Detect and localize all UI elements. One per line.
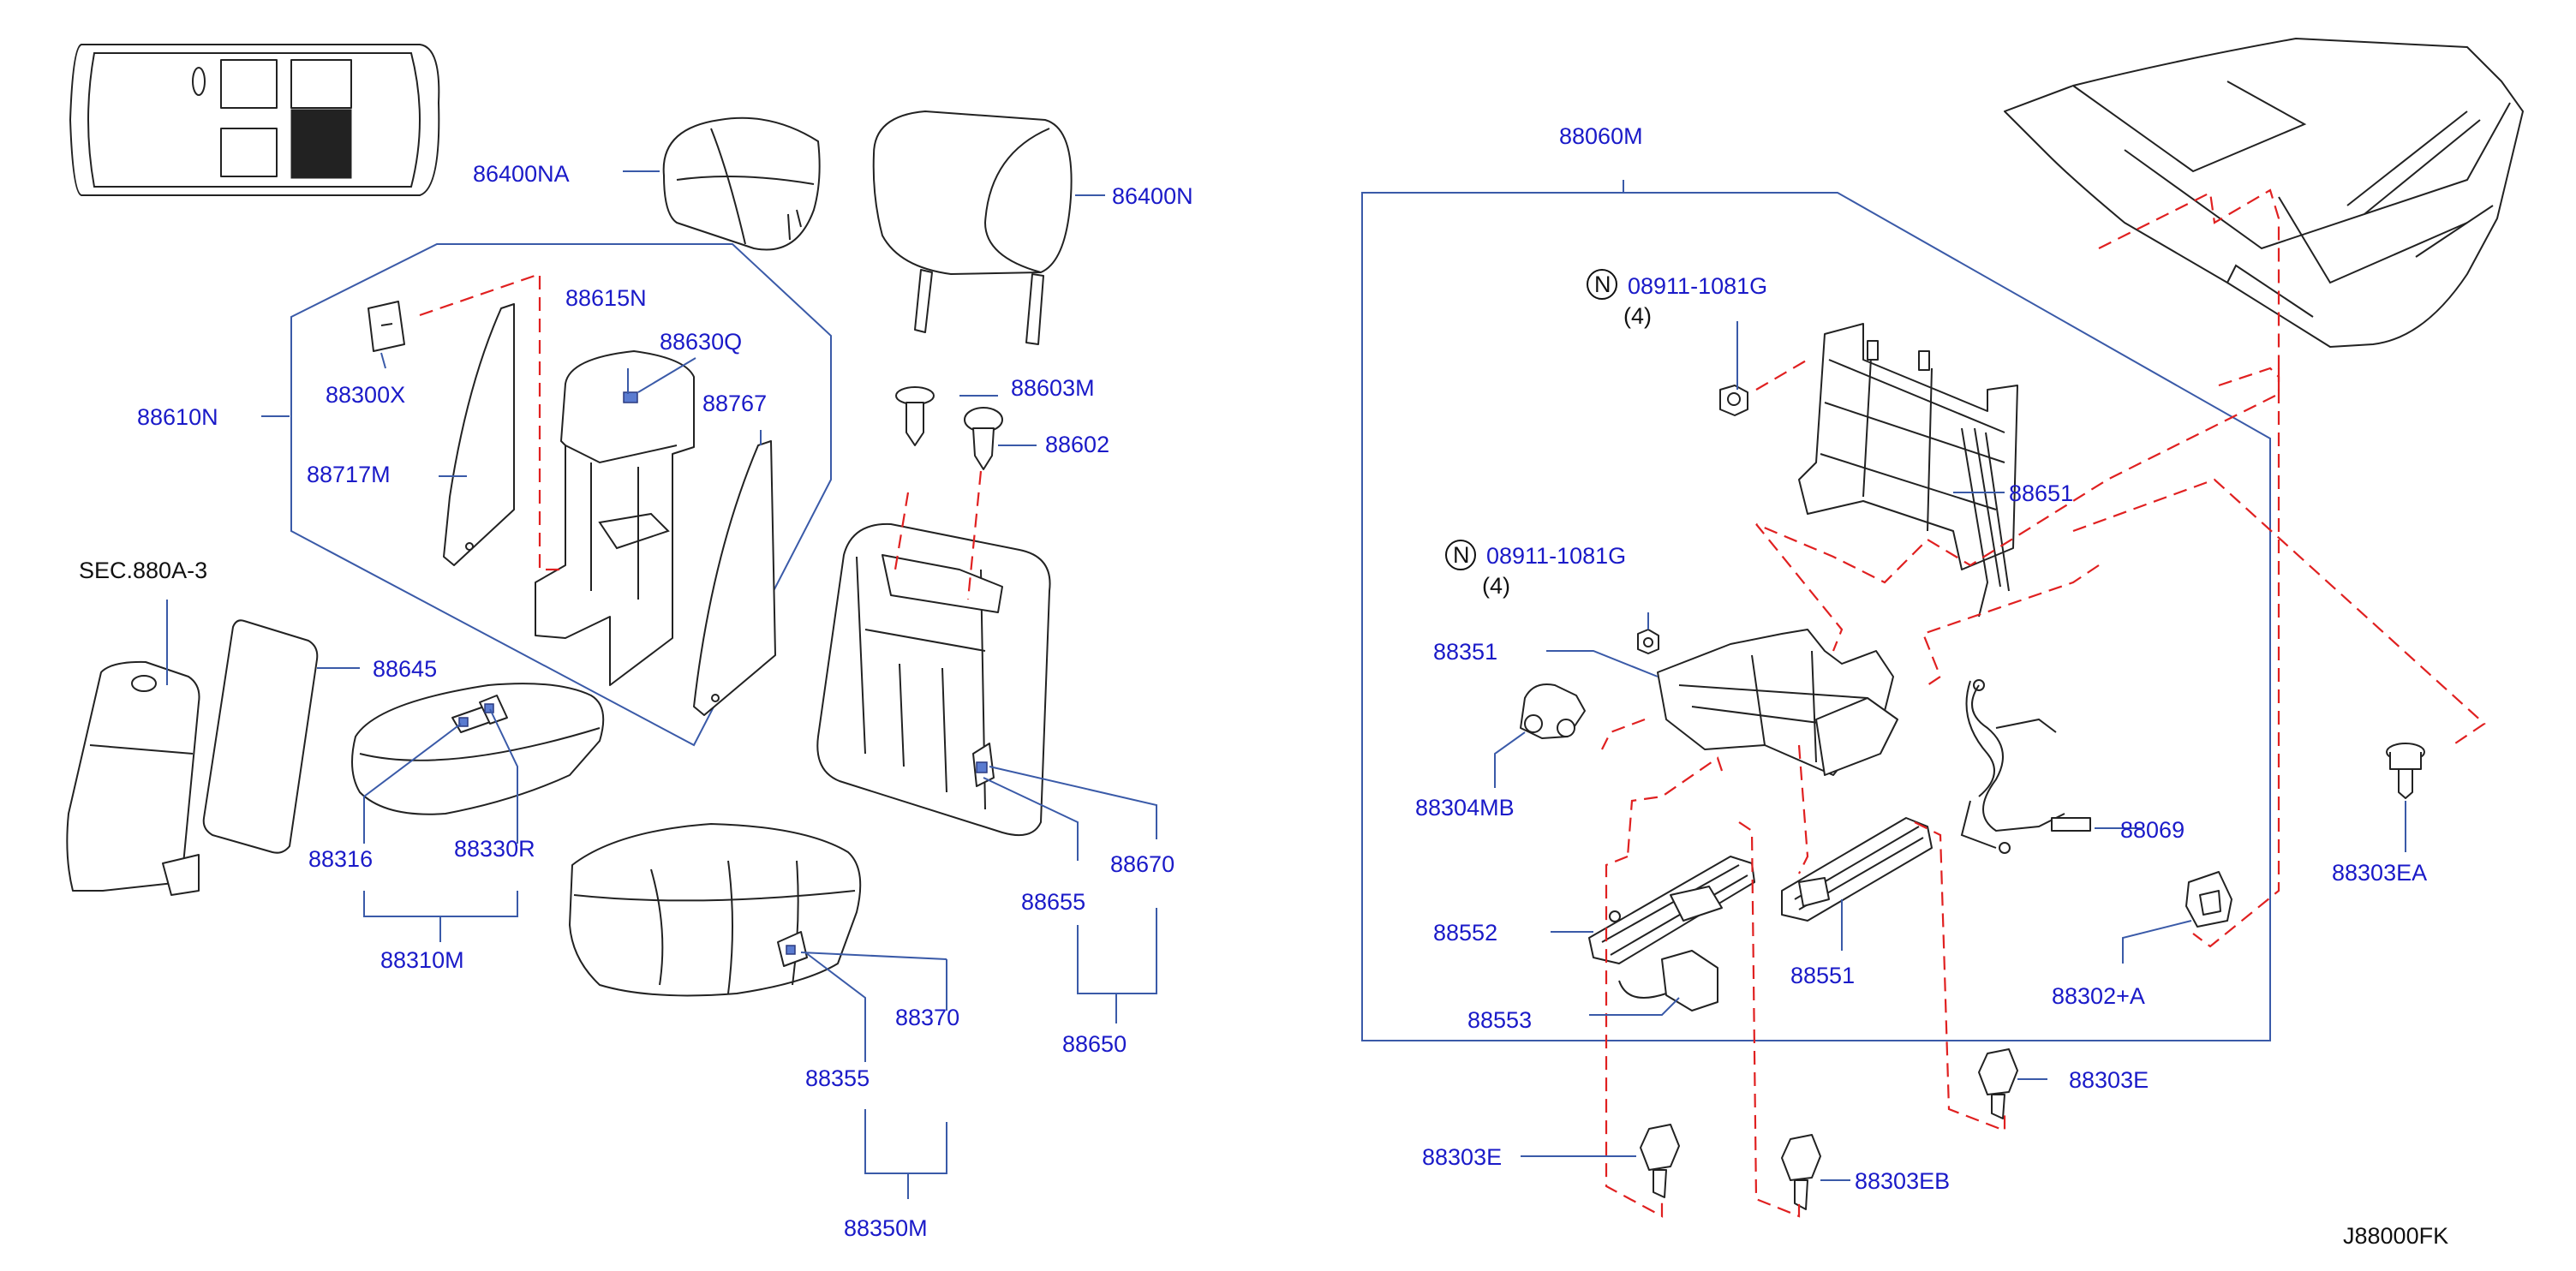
label-88670[interactable]: 88670 <box>1110 851 1174 877</box>
armrest-back-frame-icon <box>535 350 695 686</box>
label-88603M[interactable]: 88603M <box>1011 375 1095 401</box>
label-88303E-left[interactable]: 88303E <box>1422 1144 1502 1170</box>
nut-lower-icon <box>1637 629 1659 654</box>
label-88551[interactable]: 88551 <box>1790 963 1855 988</box>
label-08911-1081G-lower[interactable]: 08911-1081G <box>1486 543 1626 569</box>
phantom-lines <box>419 188 2486 1218</box>
label-88650[interactable]: 88650 <box>1062 1031 1127 1057</box>
rail-88551-icon <box>1781 817 1933 922</box>
label-08911-1081G-upper[interactable]: 08911-1081G <box>1628 273 1767 299</box>
bolt-88303E-left-icon <box>1640 1124 1680 1198</box>
label-88351[interactable]: 88351 <box>1433 639 1497 665</box>
clip-88302A-icon <box>2185 871 2232 928</box>
n-callout-lower-letter: N <box>1453 542 1470 568</box>
label-88651[interactable]: 88651 <box>2009 480 2073 506</box>
label-88610N[interactable]: 88610N <box>137 404 218 430</box>
label-88350M[interactable]: 88350M <box>844 1215 928 1241</box>
label-88303E-right[interactable]: 88303E <box>2069 1067 2149 1093</box>
label-88069[interactable]: 88069 <box>2120 817 2185 843</box>
diagram-code: J88000FK <box>2343 1223 2448 1249</box>
label-88300X[interactable]: 88300X <box>326 382 405 408</box>
rail-88552-icon <box>1588 856 1755 964</box>
leader-lines <box>166 170 2406 1199</box>
seat-frame-88351-icon <box>1657 629 1898 776</box>
side-trim-88717M-icon <box>443 303 515 566</box>
qty-lower: (4) <box>1482 573 1510 599</box>
label-88060M[interactable]: 88060M <box>1559 123 1643 149</box>
nut-upper-icon <box>1719 385 1748 416</box>
seat-cushion-88350M-icon <box>569 823 862 997</box>
bolt-88303EB-icon <box>1781 1134 1821 1210</box>
label-88615N[interactable]: 88615N <box>565 285 647 311</box>
label-88330R[interactable]: 88330R <box>454 836 535 862</box>
label-88717M[interactable]: 88717M <box>307 462 391 487</box>
label-88645[interactable]: 88645 <box>373 656 437 682</box>
motor-88553-icon <box>1618 950 1718 1011</box>
label-88303EB[interactable]: 88303EB <box>1855 1168 1950 1194</box>
pin-88602-icon <box>964 407 1003 470</box>
label-88355[interactable]: 88355 <box>805 1065 870 1091</box>
clip-88300X-icon <box>368 301 405 352</box>
label-88602[interactable]: 88602 <box>1045 432 1109 457</box>
n-callout-upper-letter: N <box>1594 272 1611 297</box>
headrest-86400N-icon <box>872 110 1073 345</box>
label-88310M[interactable]: 88310M <box>380 947 464 973</box>
side-trim-88767-icon <box>693 440 776 716</box>
label-88304MB[interactable]: 88304MB <box>1415 795 1515 820</box>
headrest-86400NA-icon <box>662 116 821 251</box>
label-88370[interactable]: 88370 <box>895 1005 959 1030</box>
bolt-88303E-right-icon <box>1978 1048 2018 1119</box>
harness-88069-icon <box>1960 679 2091 854</box>
floor-pan-icon <box>2004 38 2524 348</box>
label-88553[interactable]: 88553 <box>1467 1007 1532 1033</box>
label-88552[interactable]: 88552 <box>1433 920 1497 946</box>
label-88630Q[interactable]: 88630Q <box>660 329 742 355</box>
side-bolster-icon <box>66 660 200 896</box>
armrest-cushion-88310M-icon <box>351 683 605 815</box>
label-88655[interactable]: 88655 <box>1021 889 1085 915</box>
bracket-88304MB-icon <box>1520 683 1586 739</box>
pad-88645-icon <box>202 619 319 854</box>
seatback-88650-icon <box>816 522 1051 836</box>
label-sec-880A-3[interactable]: SEC.880A-3 <box>79 558 207 583</box>
label-86400NA[interactable]: 86400NA <box>473 161 570 187</box>
vehicle-locator-icon <box>69 44 440 196</box>
label-88302A[interactable]: 88302+A <box>2052 983 2145 1009</box>
label-86400N[interactable]: 86400N <box>1112 183 1193 209</box>
n-callout-upper-icon <box>1587 269 1617 300</box>
label-88303EA[interactable]: 88303EA <box>2332 860 2427 886</box>
qty-upper: (4) <box>1623 303 1652 329</box>
label-88316[interactable]: 88316 <box>308 846 373 872</box>
bolt-88303EA-icon <box>2386 743 2425 799</box>
pin-88603M-icon <box>895 386 935 446</box>
n-callout-lower-icon <box>1445 540 1476 570</box>
label-88767[interactable]: 88767 <box>702 391 767 416</box>
seatback-frame-88651-icon <box>1798 323 2018 618</box>
